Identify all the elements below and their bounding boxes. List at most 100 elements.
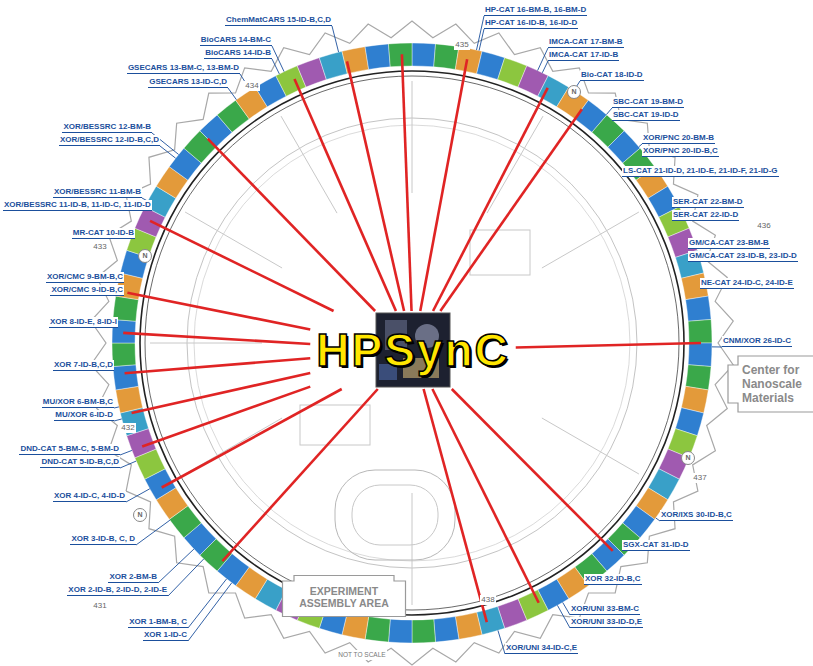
track (335, 470, 455, 560)
building-label: EXPERIMENT ASSEMBLY AREA (282, 575, 406, 617)
beamline-label: XOR/UNI 34-ID-C,E (505, 643, 578, 654)
leader-line (272, 46, 284, 72)
building-outline (283, 576, 406, 617)
beam-line (208, 139, 375, 311)
beamline-label: SER-CAT 22-BM-D (672, 197, 744, 208)
sector-number: 435 (454, 40, 469, 50)
beamline-label: LS-CAT 21-ID-D, 21-ID-E, 21-ID-F, 21-ID-… (622, 166, 779, 177)
beamline-label: ChemMatCARS 15-ID-B,C,D (225, 15, 332, 26)
beam-line (420, 59, 467, 311)
sector-number: 436 (756, 221, 771, 231)
sector-number: 431 (92, 601, 107, 611)
north-circle (682, 452, 695, 465)
sector-number: 437 (692, 473, 707, 483)
road (542, 418, 639, 474)
sector-number: 434 (244, 81, 259, 91)
beamline-label: XOR/BESSRC 11-ID-B, 11-ID-C, 11-ID-D (3, 200, 152, 211)
beamline-label: XOR 32-ID-B,C (584, 574, 642, 585)
beamline-label: XOR 1-ID-C (143, 630, 188, 641)
leader-line (498, 630, 505, 654)
beam-line (132, 373, 311, 413)
beamline-label: XOR/CMC 9-BM-B,C (46, 272, 124, 283)
sector-wedge (116, 386, 143, 413)
beam-line (162, 389, 342, 488)
road (281, 116, 337, 213)
scale-note: NOT TO SCALE (337, 650, 386, 660)
road (412, 493, 413, 605)
beamline-label: XOR/UNI 33-ID-D,E (570, 617, 643, 628)
beam-line (433, 88, 548, 311)
beamline-label: XOR 1-BM-B, C (128, 617, 188, 628)
building (470, 230, 530, 275)
leader-line (188, 583, 232, 641)
beamline-label: XOR/PNC 20-ID-B,C (642, 146, 719, 157)
leader-line (120, 450, 132, 455)
north-circle (568, 86, 581, 99)
beam-line (440, 109, 582, 311)
node-text: EXPERIMENT ASSEMBLY AREA (290, 585, 398, 609)
leader-line (272, 59, 279, 74)
beamline-label: XOR/UNI 33-BM-C (570, 604, 640, 615)
north-marker: N (137, 510, 142, 520)
road (185, 212, 282, 268)
road (487, 116, 543, 213)
node-text: Center for Nanoscale Materials (742, 363, 809, 405)
beamline-label: IMCA-CAT 17-ID-B (548, 50, 619, 61)
beam-line (402, 54, 412, 311)
building-outline (728, 356, 813, 412)
beam-line (294, 79, 395, 311)
beamline-label: MR-CAT 10-ID-B (72, 228, 135, 239)
beam-line (347, 61, 404, 311)
beam-line (142, 387, 310, 447)
sector-wedge (434, 617, 459, 642)
beamline-label: SGX-CAT 31-ID-D (622, 540, 690, 551)
sector-wedge (112, 343, 136, 367)
beamline-label: HP-CAT 16-BM-B, 16-BM-D (484, 5, 587, 16)
leader-line (120, 461, 136, 468)
beamline-label: XOR 7-ID-B,C,D (53, 360, 114, 371)
ring-building (91, 21, 733, 665)
beamline-label: XOR/BESSRC 12-ID-B,C,D (59, 135, 160, 146)
storage-ring (145, 76, 679, 610)
sector-wedge (412, 619, 436, 643)
north-marker: N (142, 251, 147, 261)
beamline-label: HP-CAT 16-ID-B, 16-ID-D (484, 18, 578, 29)
beam-line (150, 221, 334, 311)
leader-line (479, 29, 484, 51)
beamline-label: MU/XOR 6-BM-B,C (42, 397, 114, 408)
leader-line (563, 602, 570, 615)
beamline-label: IMCA-CAT 17-BM-B (548, 37, 624, 48)
beamline-label: GM/CA-CAT 23-ID-B, 23-ID-D (688, 251, 798, 262)
site-roads (140, 71, 684, 615)
sector-wedge (688, 319, 712, 343)
sector-band (112, 43, 712, 643)
beam-line (452, 389, 613, 551)
sector-wedge (365, 617, 390, 642)
beamline-label: SER-CAT 22-ID-D (672, 210, 739, 221)
leader-line (114, 419, 122, 421)
sector-wedge (455, 612, 482, 639)
sector-wedge (688, 343, 712, 367)
leader-line (477, 16, 484, 50)
sector-number: 432 (120, 423, 135, 433)
building-outline (91, 21, 733, 665)
north-marker: N (685, 453, 690, 463)
beamline-label: CNM/XOR 26-ID-C (722, 336, 792, 347)
leader-line (168, 559, 204, 596)
beamline-label: NE-CAT 24-ID-C, 24-ID-E (700, 278, 794, 289)
beamline-label: XOR 2-BM-B (108, 572, 158, 583)
sector-wedge (388, 43, 412, 67)
beamline-label: XOR/PNC 20-BM-B (642, 133, 715, 144)
leader-line (542, 61, 548, 73)
node-text: HPSynC (316, 325, 509, 375)
road (412, 81, 413, 193)
leader-line (712, 346, 722, 347)
sector-wedge (412, 43, 436, 67)
north-circle (134, 509, 147, 522)
beamline-label: MU/XOR 6-ID-D (54, 410, 114, 421)
north-circles (134, 86, 695, 522)
road (542, 212, 639, 268)
beam-line (424, 389, 487, 622)
beamline-label: XOR/IXS 30-ID-B,C (660, 510, 733, 521)
beam-line (125, 358, 311, 373)
